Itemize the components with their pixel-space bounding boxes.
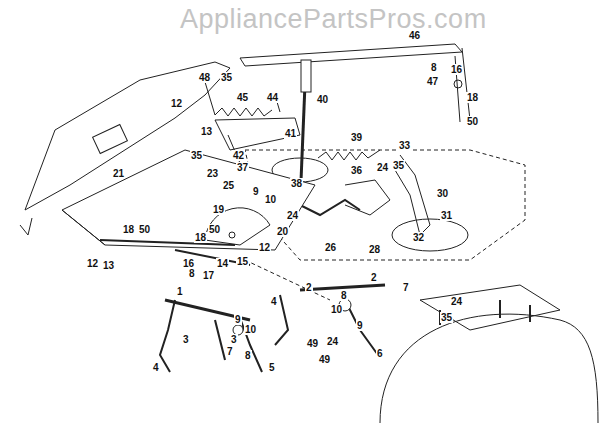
- callout-number: 28: [368, 244, 381, 255]
- callout-number: 49: [318, 354, 331, 365]
- callout-number: 4: [152, 362, 160, 373]
- callout-number: 31: [440, 210, 453, 221]
- callout-number: 14: [216, 258, 229, 269]
- callout-number: 35: [392, 160, 405, 171]
- callout-number: 1: [176, 286, 184, 297]
- callout-number: 47: [426, 76, 439, 87]
- callout-number: 6: [376, 348, 384, 359]
- callout-number: 24: [286, 210, 299, 221]
- callout-number: 36: [350, 165, 363, 176]
- callout-number: 40: [316, 94, 329, 105]
- callout-number: 41: [284, 128, 297, 139]
- callout-number: 45: [236, 92, 249, 103]
- callout-number: 20: [276, 226, 289, 237]
- callout-number: 3: [230, 334, 238, 345]
- callout-number: 2: [305, 282, 313, 293]
- callout-number: 24: [376, 162, 389, 173]
- callout-number: 13: [102, 260, 115, 271]
- callout-number: 12: [258, 242, 271, 253]
- callout-number: 18: [122, 224, 135, 235]
- callout-number: 26: [324, 242, 337, 253]
- callout-number: 24: [450, 296, 463, 307]
- callout-number: 5: [268, 362, 276, 373]
- callout-number: 49: [306, 338, 319, 349]
- callout-number: 35: [440, 312, 453, 323]
- callout-number: 15: [236, 256, 249, 267]
- callout-number: 7: [226, 346, 234, 357]
- callout-number: 42: [232, 150, 245, 161]
- callout-number: 8: [188, 268, 196, 279]
- callout-number: 25: [222, 180, 235, 191]
- callout-number: 17: [202, 270, 215, 281]
- callout-number: 21: [112, 168, 125, 179]
- callout-number: 35: [190, 150, 203, 161]
- callout-number: 13: [200, 126, 213, 137]
- callout-number: 7: [402, 282, 410, 293]
- callout-number: 10: [264, 194, 277, 205]
- callout-number: 8: [340, 290, 348, 301]
- callout-number: 30: [436, 188, 449, 199]
- callout-number: 4: [270, 296, 278, 307]
- callout-number: 50: [466, 116, 479, 127]
- callout-number: 24: [326, 336, 339, 347]
- callout-number: 8: [244, 350, 252, 361]
- callout-number: 37: [236, 162, 249, 173]
- callout-number: 23: [206, 168, 219, 179]
- callout-number: 44: [266, 92, 279, 103]
- callout-number: 12: [170, 98, 183, 109]
- callout-number: 39: [350, 132, 363, 143]
- callout-number: 8: [430, 62, 438, 73]
- callout-number: 18: [466, 92, 479, 103]
- callout-number: 18: [194, 232, 207, 243]
- callout-number: 46: [408, 30, 421, 41]
- callout-number: 2: [370, 272, 378, 283]
- callout-number: 33: [398, 140, 411, 151]
- callout-number: 35: [220, 72, 233, 83]
- callout-number: 10: [244, 324, 257, 335]
- callout-number: 50: [208, 224, 221, 235]
- callout-number: 48: [198, 72, 211, 83]
- callout-number: 10: [330, 304, 343, 315]
- watermark: AppliancePartsPros.com: [180, 4, 487, 35]
- callout-number: 9: [234, 314, 242, 325]
- callout-number: 16: [450, 64, 463, 75]
- callout-number: 3: [182, 334, 190, 345]
- callout-number: 9: [356, 320, 364, 331]
- callout-number: 19: [212, 204, 225, 215]
- callout-number: 9: [252, 186, 260, 197]
- callout-number: 38: [290, 178, 303, 189]
- callout-number: 12: [86, 258, 99, 269]
- callout-number: 50: [138, 224, 151, 235]
- callout-number: 32: [412, 232, 425, 243]
